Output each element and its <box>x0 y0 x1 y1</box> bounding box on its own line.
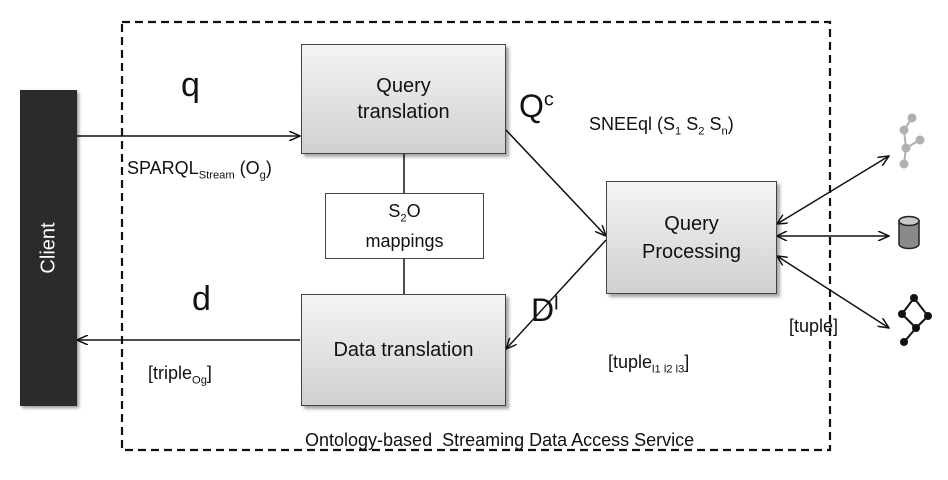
query-translation-box: Query translation <box>301 44 506 154</box>
label-sneeql: SNEEql (S1 S2 Sn) <box>589 114 734 138</box>
label-tuple: [tuple] <box>789 316 839 336</box>
label-q: q <box>181 66 200 104</box>
mappings-subtitle: mappings <box>365 230 444 251</box>
label-qc: Qc <box>519 88 554 124</box>
query-translation-line2: translation <box>357 101 450 123</box>
data-translation-label: Data translation <box>333 338 474 361</box>
sensor-graph-icon <box>899 113 925 169</box>
arrow-qc <box>505 129 606 236</box>
label-d: d <box>192 280 211 318</box>
query-processing-line1: Query <box>664 212 719 235</box>
stream-graph-icon <box>898 294 932 346</box>
data-translation-box: Data translation <box>301 294 506 406</box>
service-boundary <box>120 20 832 452</box>
arrow-dl <box>506 239 607 349</box>
mappings-title: S2O <box>388 201 421 225</box>
client-label: Client <box>37 222 59 274</box>
service-caption: Ontology-based Streaming Data Access Ser… <box>305 430 695 450</box>
arrow-sensor-graph <box>777 156 889 224</box>
s2o-mappings-box: S2O mappings <box>325 193 484 259</box>
label-dl: Dl <box>531 292 559 328</box>
label-sparql-stream: SPARQLStream (Og) <box>127 158 272 182</box>
query-processing-line2: Processing <box>642 240 741 263</box>
database-icon <box>898 215 920 250</box>
label-tuple-l: [tuplel1 l2 l3] <box>608 352 690 376</box>
arrow-stream-graph <box>777 256 889 328</box>
query-translation-line1: Query <box>376 75 431 97</box>
query-processing-box: Query Processing <box>606 181 777 294</box>
client-box: Client <box>20 90 77 406</box>
label-triple: [tripleOg] <box>148 363 212 387</box>
